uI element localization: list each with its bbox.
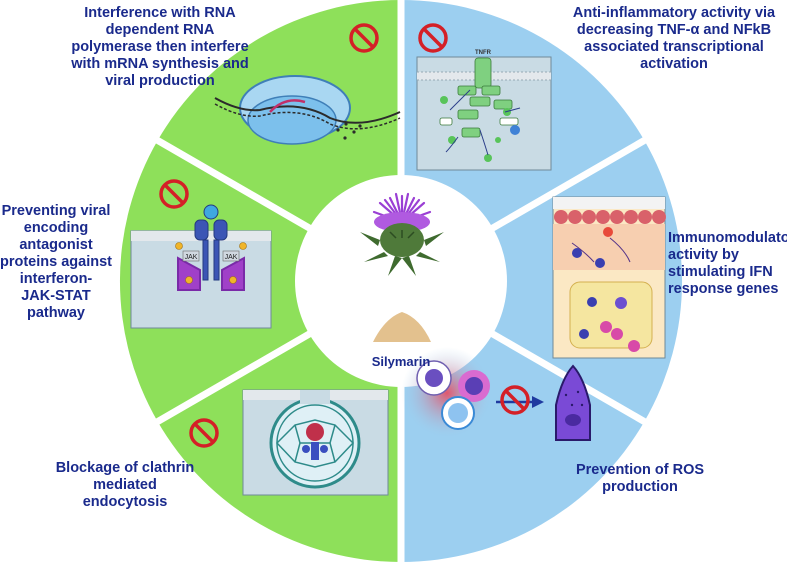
rna-polymerase-illustration bbox=[214, 75, 401, 145]
ros-illustration bbox=[401, 347, 591, 441]
label-jak-stat: Preventing viral encoding antagonist pro… bbox=[0, 203, 112, 321]
clathrin-panel bbox=[242, 389, 389, 496]
label-ros: Prevention of ROS production bbox=[575, 462, 705, 495]
tnfr-panel: TNFR bbox=[416, 50, 552, 171]
prohibit-icon bbox=[418, 23, 448, 53]
immune-panel bbox=[552, 196, 666, 359]
label-clathrin: Blockage of clathrin mediated endocytosi… bbox=[55, 460, 195, 510]
powder-icon bbox=[373, 312, 431, 342]
center-label: Silymarin bbox=[371, 354, 431, 369]
prohibit-icon bbox=[349, 23, 379, 53]
jak-right-label: JAK bbox=[225, 254, 238, 261]
center-circle bbox=[295, 175, 507, 387]
prohibit-icon bbox=[500, 385, 530, 415]
label-immunomodulatory: Immunomodulatory activity by stimulating… bbox=[668, 230, 787, 297]
prohibit-icon bbox=[189, 418, 219, 448]
tnfr-title: TNFR bbox=[475, 50, 492, 56]
jak-left-label: JAK bbox=[185, 254, 198, 261]
label-rna-polymerase: Interference with RNA dependent RNA poly… bbox=[71, 5, 249, 89]
label-anti-inflammatory: Anti-inflammatory activity via decreasin… bbox=[572, 5, 776, 72]
prohibit-icon bbox=[159, 179, 189, 209]
jak-stat-panel: JAK JAK bbox=[130, 204, 272, 329]
milk-thistle-icon bbox=[360, 192, 444, 276]
